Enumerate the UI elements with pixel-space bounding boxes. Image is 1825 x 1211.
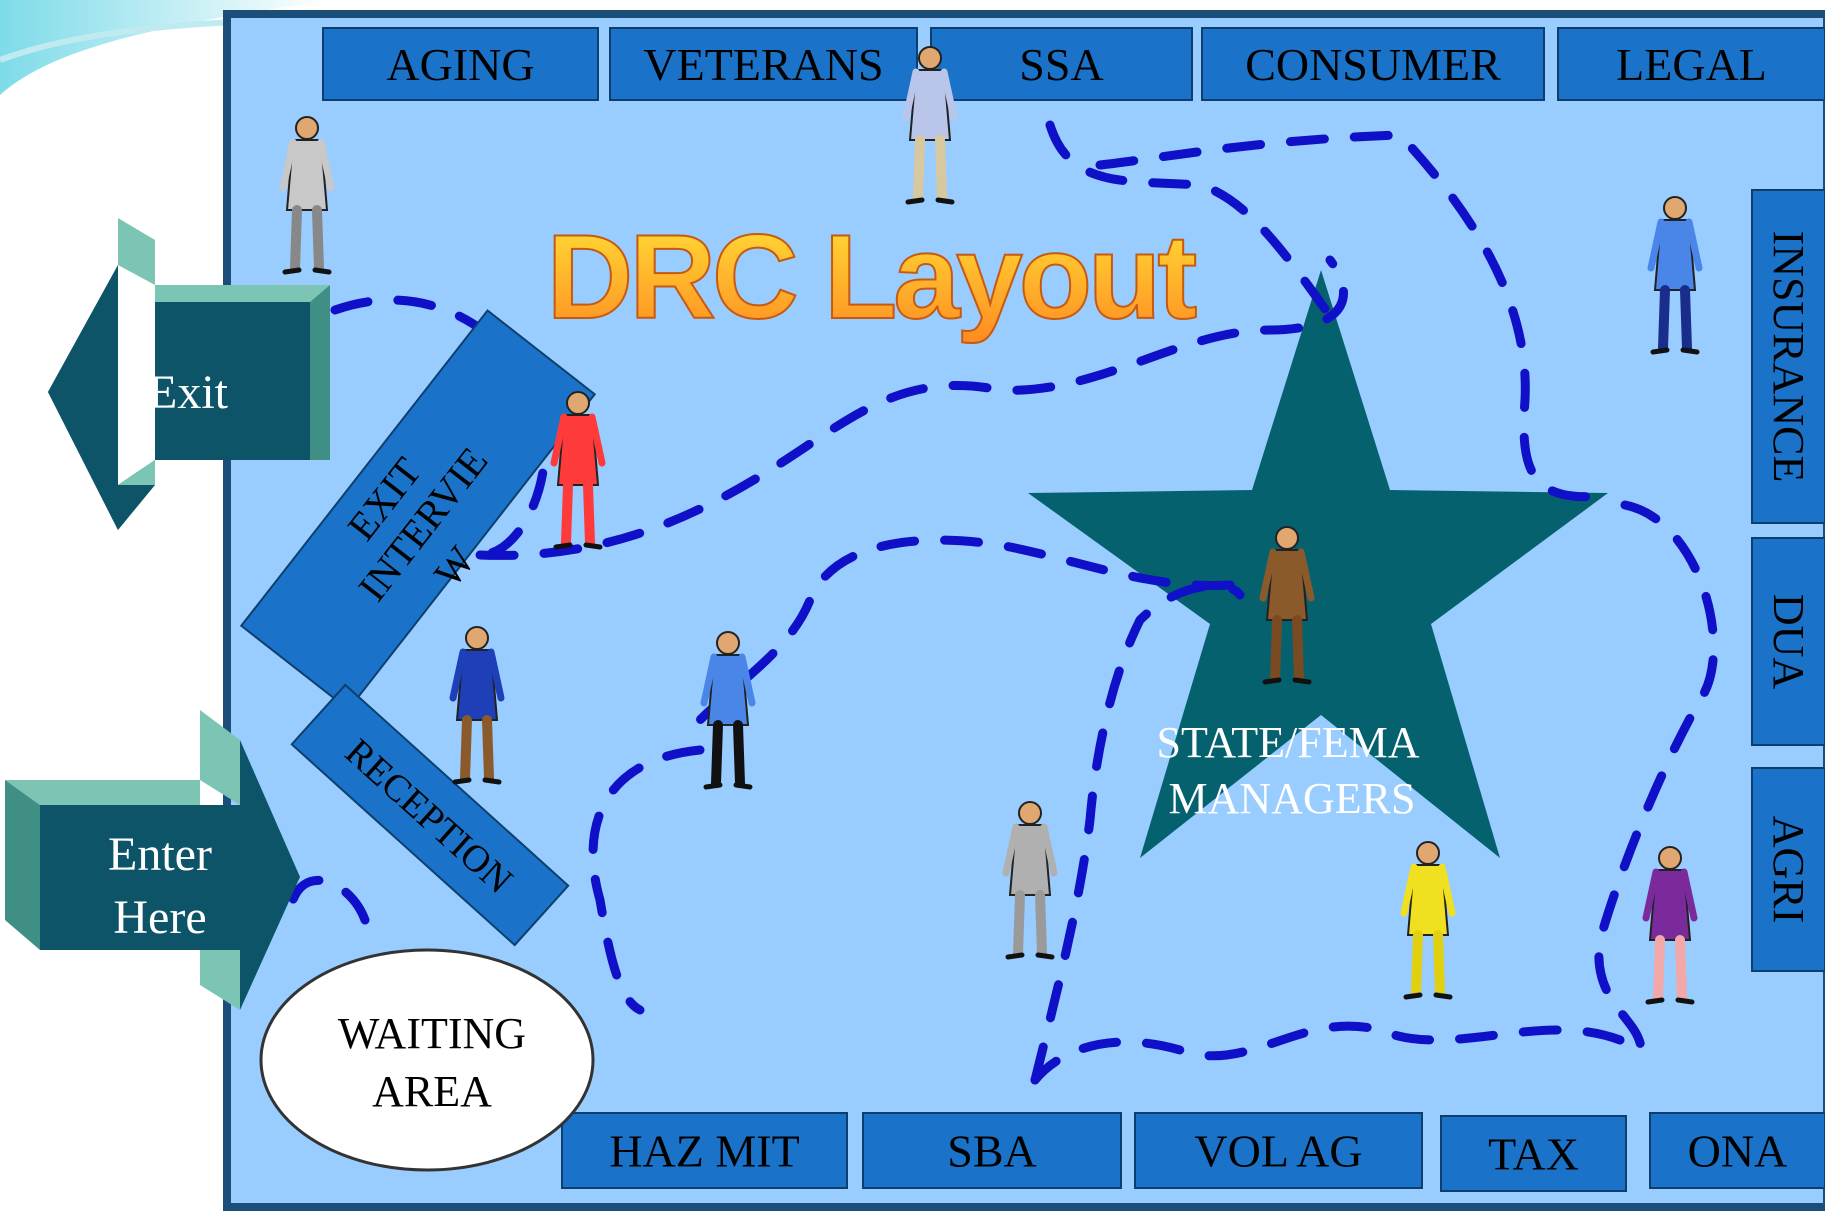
booth-label: LEGAL [1616, 39, 1767, 90]
booth-label: CONSUMER [1245, 39, 1501, 90]
booth-ssa: SSA [930, 27, 1193, 101]
waiting-area [259, 948, 595, 1172]
enter-label-line1: Enter [108, 828, 212, 881]
exit-arrow-icon [48, 218, 330, 530]
booth-consumer: CONSUMER [1201, 27, 1545, 101]
person-icon [1400, 841, 1456, 1000]
exit-label: Exit [148, 366, 229, 419]
booth-label: VETERANS [643, 39, 883, 90]
booth-label: ONA [1688, 1126, 1788, 1177]
right-booth-column: INSURANCE DUA AGRI [1751, 189, 1825, 972]
enter-arrow-icon [5, 710, 300, 1010]
bottom-booth-row: HAZ MIT SBA VOL AG TAX ONA [561, 1112, 1825, 1192]
booth-label: INSURANCE [1764, 231, 1813, 483]
booth-haz-mit: HAZ MIT [561, 1112, 848, 1189]
booth-veterans: VETERANS [609, 27, 918, 101]
booth-sba: SBA [862, 1112, 1122, 1189]
person-icon [1647, 196, 1703, 355]
booth-label: AGING [386, 39, 534, 90]
booth-label: SSA [1019, 39, 1103, 90]
booth-ona: ONA [1649, 1112, 1825, 1189]
booth-tax: TAX [1440, 1115, 1627, 1192]
booth-label: AGRI [1764, 816, 1813, 924]
booth-insurance: INSURANCE [1751, 189, 1825, 524]
booth-aging: AGING [322, 27, 599, 101]
star-icon [1028, 270, 1608, 858]
star-label-line1: STATE/FEMA [1157, 718, 1420, 767]
enter-label-line2: Here [113, 891, 206, 944]
booth-label: TAX [1488, 1129, 1579, 1180]
walking-path [285, 120, 1718, 1085]
top-booth-row: AGING VETERANS SSA CONSUMER LEGAL [322, 27, 1825, 101]
booth-label: DUA [1764, 594, 1813, 690]
person-icon [1259, 526, 1315, 685]
booth-dua: DUA [1751, 537, 1825, 746]
person-icon [1642, 846, 1698, 1005]
star-label-line2: MANAGERS [1169, 774, 1416, 823]
booth-label: HAZ MIT [609, 1126, 799, 1177]
booth-label: VOL AG [1194, 1126, 1362, 1177]
waiting-line1: WAITING [338, 1009, 526, 1058]
page-title: DRC Layout [547, 210, 1197, 344]
person-icon [449, 626, 505, 785]
booth-agri: AGRI [1751, 767, 1825, 972]
booth-label: SBA [947, 1126, 1036, 1177]
person-icon [550, 391, 606, 550]
booth-legal: LEGAL [1557, 27, 1825, 101]
person-icon [700, 631, 756, 790]
person-icon [279, 116, 335, 275]
booth-vol-ag: VOL AG [1134, 1112, 1423, 1189]
waiting-line2: AREA [372, 1067, 492, 1116]
person-icon [902, 46, 958, 205]
person-icon [1002, 801, 1058, 960]
people-group [279, 46, 1703, 1005]
